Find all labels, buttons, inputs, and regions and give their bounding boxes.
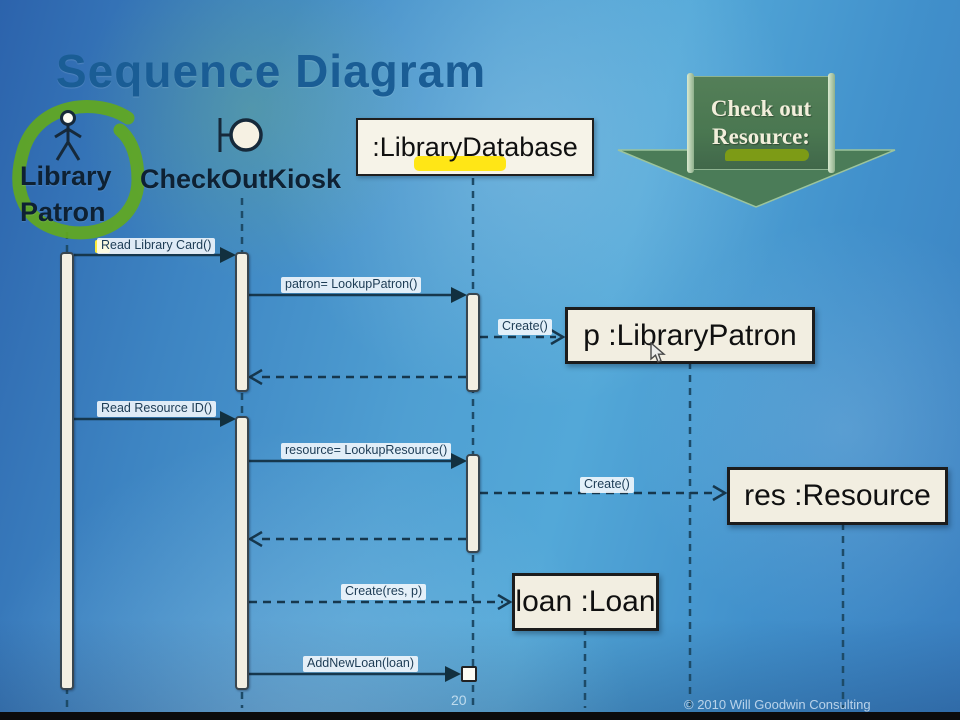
actor-icon [54,110,82,161]
participant-label-checkout-kiosk: CheckOutKiosk [140,164,342,194]
arrowhead-add-new-loan [445,666,461,682]
mouse-cursor-icon [650,342,666,363]
arrowhead-lookup-patron [451,287,467,303]
activation-square-database [461,666,477,682]
participant-box-library-database: :LibraryDatabase [356,118,594,176]
arrowhead-lookup-resource [451,453,467,469]
object-box-res-resource: res :Resource [727,467,948,525]
copyright-text: © 2010 Will Goodwin Consulting [684,697,871,712]
object-box-p-library-patron: p :LibraryPatron [565,307,815,364]
green-marker-circle [12,100,145,240]
open-arrowhead-return-2 [247,530,263,548]
callout-text-line1: Check out [710,96,812,121]
message-label-create-resource: Create() [580,477,634,493]
bottom-bar [0,712,960,720]
library-database-label: :LibraryDatabase [372,131,578,162]
boundary-icon [218,118,263,152]
open-arrowhead-create-resource [712,484,728,502]
activation-bar-library-patron [60,252,74,690]
arrowhead-read-library-card [220,247,236,263]
activation-bar-kiosk-2 [235,416,249,690]
library-patron-label-line2: Patron [20,197,106,227]
participant-label-library-patron: Library Patron [20,158,112,230]
callout: Check out Resource: [615,68,900,210]
message-label-lookup-patron: patron= LookupPatron() [281,277,422,293]
object-box-loan-loan: loan :Loan [512,573,659,631]
message-label-lookup-resource: resource= LookupResource() [281,443,452,459]
message-label-read-resource-id: Read Resource ID() [97,401,217,417]
message-label-create-patron: Create() [498,319,552,335]
callout-box: Check out Resource: [687,73,835,173]
activation-bar-database-2 [466,454,480,553]
arrowhead-read-resource-id [220,411,236,427]
message-label-add-new-loan: AddNewLoan(loan) [303,656,419,672]
page-title: Sequence Diagram [56,45,487,97]
open-arrowhead-create-patron [550,328,566,346]
callout-text-line2: Resource: [712,124,810,149]
open-arrowhead-create-loan [497,593,513,611]
message-label-read-library-card: Read Library Card() [97,238,216,254]
activation-bar-database-1 [466,293,480,392]
page-number: 20 [451,692,467,708]
message-label-create-loan: Create(res, p) [341,584,427,600]
library-patron-label-line1: Library [20,161,112,191]
activation-bar-kiosk-1 [235,252,249,392]
yellow-highlight-mark [414,156,506,171]
callout-underline-mark [725,149,809,161]
open-arrowhead-return-1 [247,368,263,386]
